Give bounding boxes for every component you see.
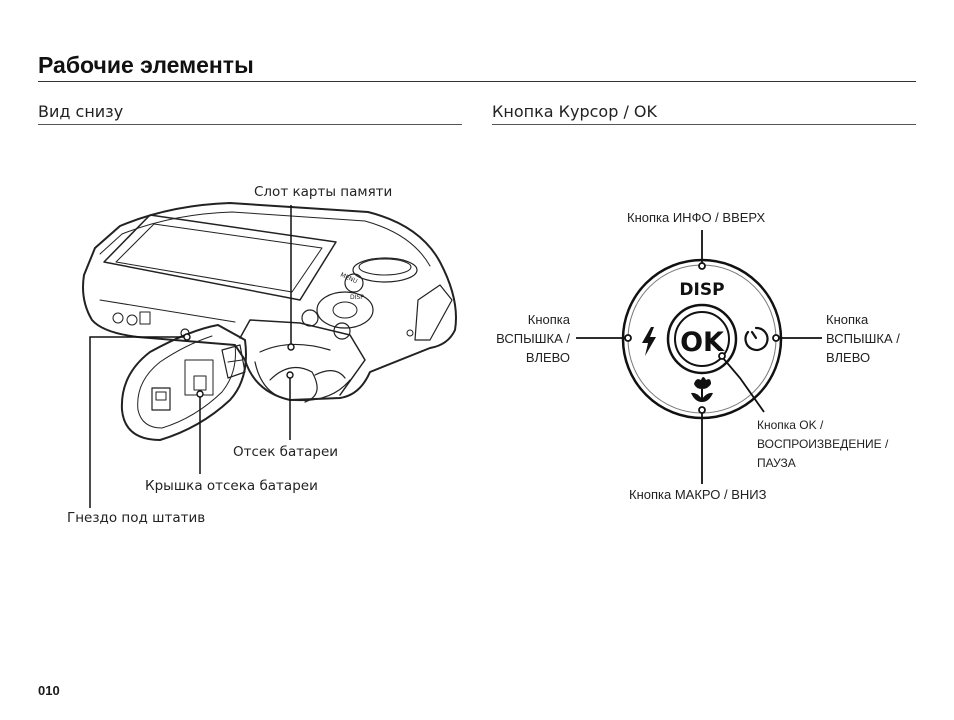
info-up-label: Кнопка ИНФО / ВВЕРХ (627, 210, 766, 225)
disp-button-label: DISP (679, 280, 724, 300)
tripod-socket-label: Гнездо под штатив (67, 510, 206, 526)
bottom-view-heading: Вид снизу (38, 102, 124, 121)
bottom-view-rule (38, 124, 462, 125)
flash-right-line-1: Кнопка (826, 312, 869, 327)
ok-play-pause-label: Кнопка OK / ВОСПРОИЗВЕДЕНИЕ / ПАУЗА (757, 416, 907, 473)
flash-left-line-3: ВЛЕВО (525, 350, 570, 365)
cursor-ok-heading: Кнопка Курсор / OK (492, 102, 657, 121)
timer-icon (744, 326, 769, 352)
flash-right-label: Кнопка ВСПЫШКА / ВЛЕВО (826, 310, 916, 367)
macro-icon (691, 377, 713, 402)
camera-disp-mark: DISP (350, 294, 364, 301)
ok-line-3: ПАУЗА (757, 456, 796, 470)
cursor-dial: OK DISP (621, 258, 783, 420)
cursor-ok-rule (492, 124, 916, 125)
page-title: Рабочие элементы (38, 52, 254, 78)
flash-right-line-3: ВЛЕВО (826, 350, 871, 365)
ok-line-1: Кнопка OK / (757, 418, 824, 432)
bottom-view-leaders (89, 205, 295, 508)
macro-down-label: Кнопка МАКРО / ВНИЗ (629, 487, 767, 502)
flash-left-line-2: ВСПЫШКА / (496, 331, 570, 346)
dial-leaders (576, 230, 822, 484)
ok-line-2: ВОСПРОИЗВЕДЕНИЕ / (757, 437, 889, 451)
memory-slot-label: Слот карты памяти (254, 184, 393, 200)
camera-bottom-illustration: MENU DISP (82, 202, 457, 441)
battery-bay-label: Отсек батареи (233, 444, 339, 460)
flash-icon (642, 327, 656, 356)
flash-left-label: Кнопка ВСПЫШКА / ВЛЕВО (490, 310, 570, 367)
ok-button-label: OK (680, 327, 725, 358)
page-number: 010 (38, 683, 60, 698)
flash-left-line-1: Кнопка (527, 312, 570, 327)
battery-cover-label: Крышка отсека батареи (145, 478, 318, 494)
flash-right-line-2: ВСПЫШКА / (826, 331, 900, 346)
title-rule (38, 81, 916, 82)
